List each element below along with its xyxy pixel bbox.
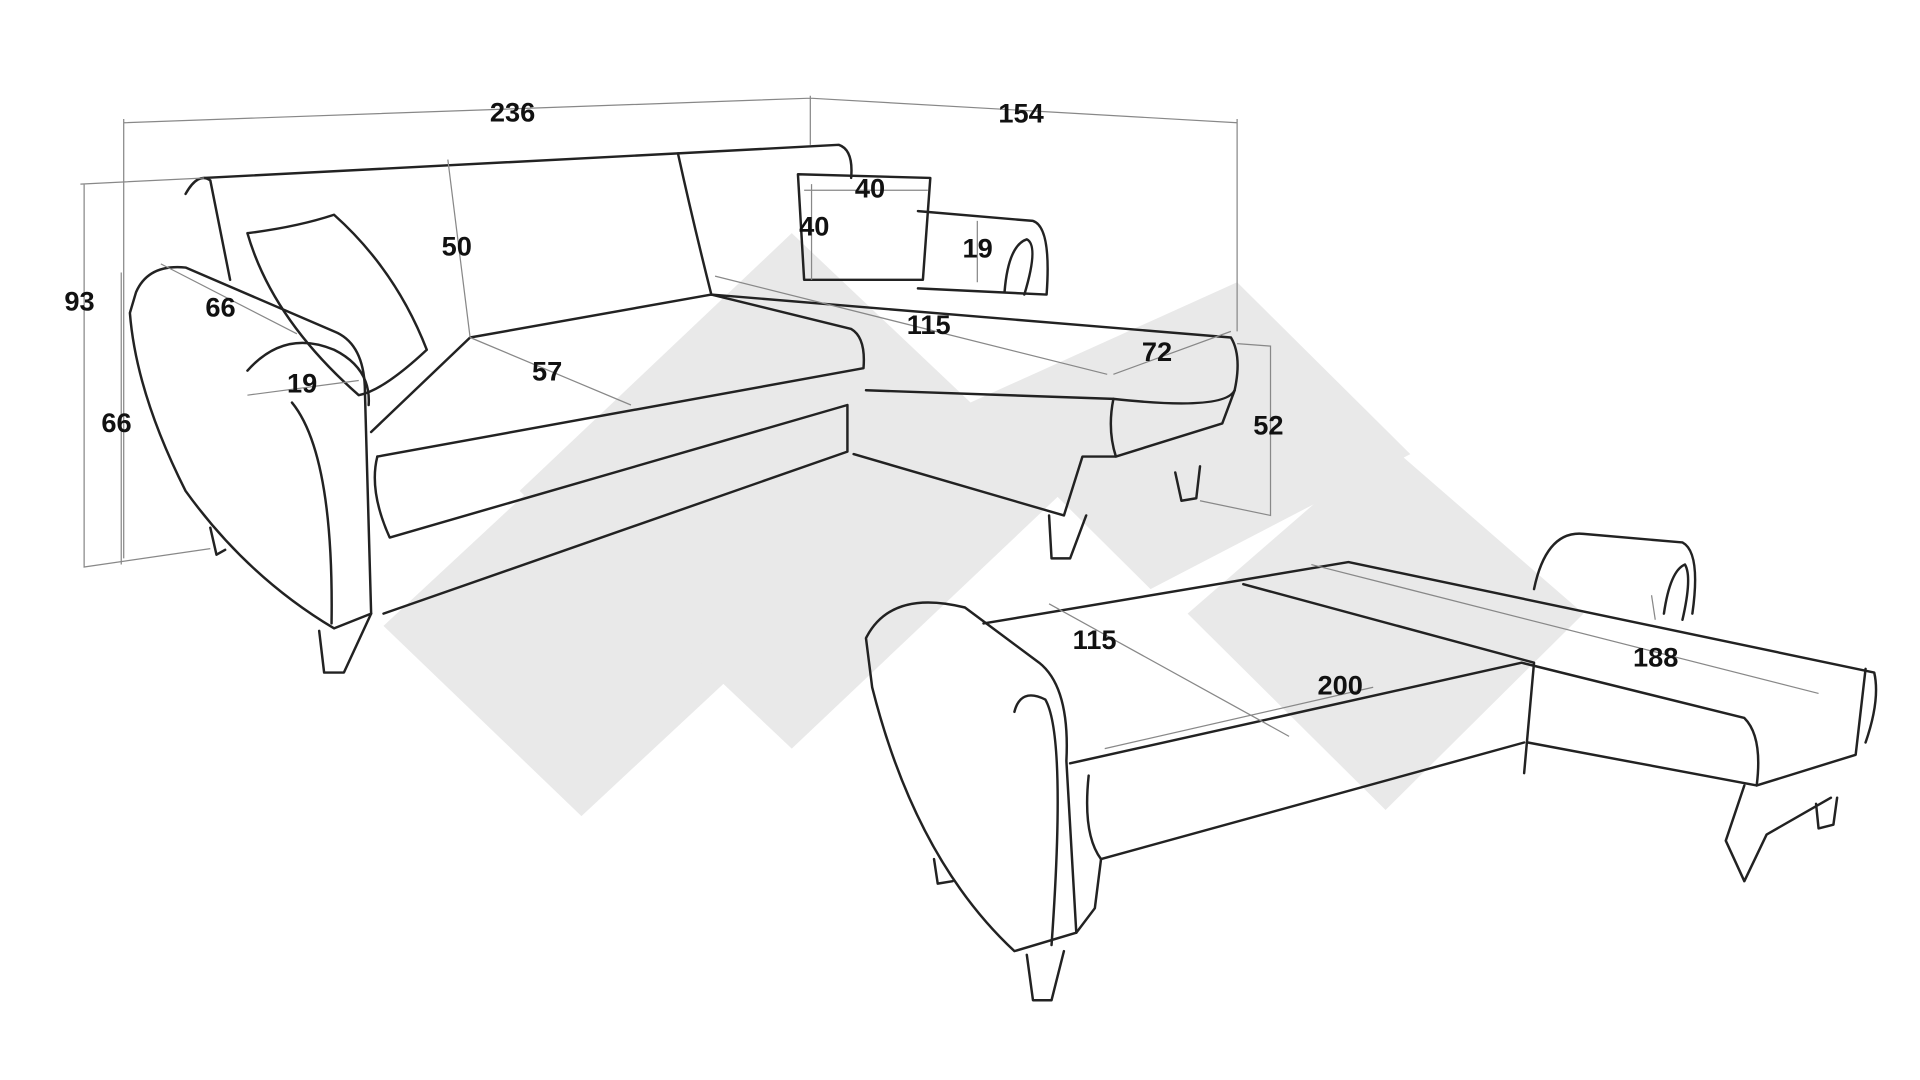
label-chaise-width: 154	[998, 98, 1043, 129]
label-chaise-length: 115	[907, 309, 951, 340]
label-seat-depth: 57	[532, 356, 562, 387]
watermark	[383, 233, 1584, 817]
label-pillow-height: 40	[799, 211, 829, 242]
label-bed-length: 200	[1318, 670, 1363, 701]
label-chaise-depth: 72	[1142, 336, 1172, 367]
label-arm-width: 19	[287, 368, 317, 399]
dimension-labels: 236 154 93 66 66 19 50 57 40 40 19 115 7…	[64, 97, 1678, 701]
label-total-width: 236	[490, 97, 535, 128]
label-bed-depth: 115	[1073, 624, 1117, 655]
label-chaise-arm-height: 19	[962, 233, 992, 264]
label-back-height: 50	[442, 230, 472, 261]
dimension-lines	[80, 95, 1819, 750]
label-seat-height: 52	[1253, 410, 1283, 441]
label-arm-height: 66	[101, 407, 131, 438]
label-total-height: 93	[64, 286, 94, 317]
label-pillow-width: 40	[855, 173, 885, 204]
label-arm-depth: 66	[205, 292, 235, 323]
sofa-assembled-drawing	[128, 143, 1239, 674]
label-bed-chaise-length: 188	[1633, 642, 1678, 673]
sofa-bed-drawing	[864, 532, 1878, 1002]
